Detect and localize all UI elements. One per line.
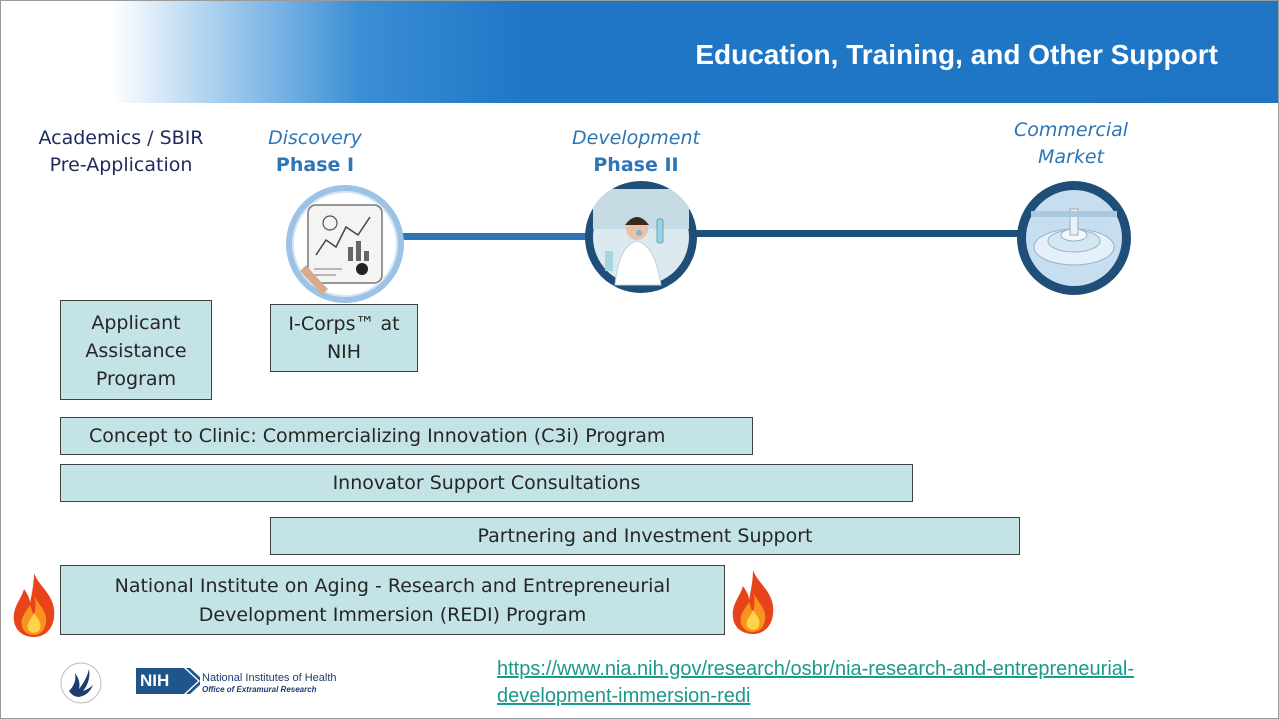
applicant-assistance-line2: Assistance [85, 340, 187, 362]
nih-name: National Institutes of Health [202, 672, 337, 684]
development-image [585, 181, 697, 293]
nih-badge-text: NIH [140, 671, 170, 690]
applicant-assistance-line3: Program [95, 368, 177, 390]
link-line2[interactable]: development-immersion-redi [497, 685, 751, 707]
flame-icon [8, 571, 60, 644]
timeline-segment-1 [396, 233, 591, 240]
redi-program-box: National Institute on Aging - Research a… [60, 565, 725, 635]
c3i-program-label: Concept to Clinic: Commercializing Innov… [89, 425, 666, 447]
flame-icon [727, 567, 779, 642]
market-image [1017, 181, 1131, 295]
column-market: Commercial Market [1001, 117, 1141, 171]
column-academics: Academics / SBIR Pre-Application [11, 125, 231, 179]
redi-program-link[interactable]: https://www.nia.nih.gov/research/osbr/ni… [497, 656, 1134, 710]
redi-line1: National Institute on Aging - Research a… [114, 575, 671, 597]
icorps-line1: I-Corps™ at [288, 313, 400, 335]
c3i-program-box: Concept to Clinic: Commercializing Innov… [60, 417, 753, 455]
market-line1: Commercial [1013, 119, 1129, 141]
discovery-phase: Phase I [275, 154, 355, 176]
innovator-support-box: Innovator Support Consultations [60, 464, 913, 502]
development-phase: Phase II [593, 154, 679, 176]
icorps-line2: NIH [326, 341, 362, 363]
slide-title: Education, Training, and Other Support [695, 39, 1218, 70]
column-development: Development Phase II [546, 125, 726, 179]
discovery-stage: Discovery [268, 127, 362, 149]
applicant-assistance-box: Applicant Assistance Program [60, 300, 212, 400]
hhs-eagle-icon [59, 661, 103, 710]
redi-line2: Development Immersion (REDI) Program [198, 604, 587, 626]
link-line1[interactable]: https://www.nia.nih.gov/research/osbr/ni… [497, 658, 1134, 680]
academics-line1: Academics / SBIR [38, 127, 204, 149]
icorps-box: I-Corps™ at NIH [270, 304, 418, 372]
market-line2: Market [1038, 146, 1104, 168]
partnering-box: Partnering and Investment Support [270, 517, 1020, 555]
header-bar: Education, Training, and Other Support [1, 1, 1278, 103]
timeline-segment-2 [696, 230, 1026, 237]
applicant-assistance-line1: Applicant [91, 312, 181, 334]
column-discovery: Discovery Phase I [245, 125, 385, 179]
innovator-support-label: Innovator Support Consultations [332, 472, 641, 494]
nih-logo-icon: NIH [134, 666, 204, 701]
partnering-label: Partnering and Investment Support [477, 525, 813, 547]
discovery-image [286, 185, 404, 303]
academics-line2: Pre-Application [49, 154, 193, 176]
nih-office: Office of Extramural Research [202, 685, 317, 694]
development-stage: Development [572, 127, 700, 149]
